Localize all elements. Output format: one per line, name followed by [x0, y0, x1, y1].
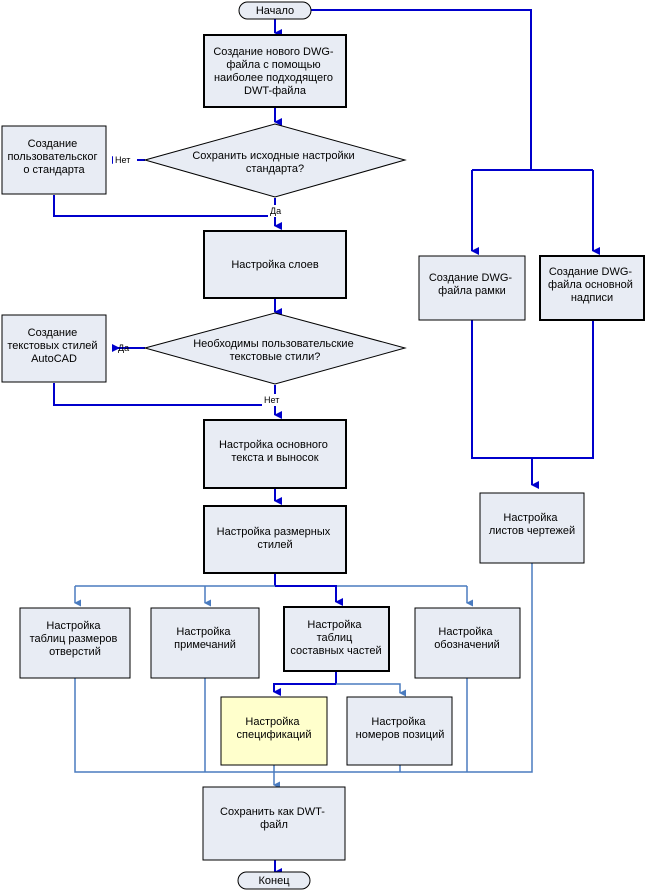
decision-standard-line: Сохранить исходные настройки: [192, 150, 354, 162]
node-hole-tables: Настройка таблиц размеров отверстий: [19, 607, 131, 679]
svg-text:Создание текстовых стиле: Создание текстовых стилей AutoCAD: [7, 327, 100, 365]
node-specs-line: спецификаций: [237, 729, 312, 741]
svg-text:Необходимы пользовательские: Необходимы пользовательские текстовые ст…: [193, 338, 357, 363]
node-positions-line: номеров позиций: [356, 729, 445, 741]
node-title-block-dwg: Создание DWG- файла основной надписи: [539, 255, 645, 321]
node-create-dwg-line: DWT-файла: [244, 85, 307, 97]
decision-standard-line: стандарта?: [246, 163, 304, 175]
svg-text:Настройка спецификаций: Настройка спецификаций: [237, 716, 312, 741]
svg-text:Настройка размерных стил: Настройка размерных стилей: [217, 526, 334, 551]
node-save-dwt-line: файл: [260, 819, 288, 831]
edge-textstyles-return: [53, 383, 275, 406]
edge-collect: [74, 563, 533, 773]
node-create-textstyles: Создание текстовых стилей AutoCAD: [1, 314, 107, 383]
node-save-dwt: Сохранить как DWT- файл: [202, 786, 346, 861]
edge-label-yes-1: Да: [270, 206, 281, 216]
node-create-dwg-line: наиболее подходящего: [214, 72, 333, 84]
node-dim-styles: Настройка размерных стилей: [203, 505, 347, 574]
edge-custom-return: [53, 195, 275, 217]
node-custom-standard-line: пользовательског: [7, 151, 97, 163]
start-label: Начало: [256, 5, 294, 17]
node-custom-standard: Создание пользовательског о стандарта: [1, 125, 107, 195]
edge-start-right: [311, 9, 532, 170]
node-layers-label: Настройка слоев: [231, 259, 318, 271]
node-hole-tables-line: Настройка: [46, 620, 101, 632]
node-custom-standard-line: Создание: [28, 138, 78, 150]
node-main-text-line: Настройка основного: [219, 439, 328, 451]
svg-text:Настройка обозначений: Настройка обозначений: [434, 626, 500, 651]
node-dim-styles-line: стилей: [257, 539, 292, 551]
svg-text:Сохранить как DWT- файл: Сохранить как DWT- файл: [220, 806, 328, 831]
edge-to-specs: [273, 683, 336, 696]
node-designations: Настройка обозначений: [414, 607, 521, 679]
node-specs: Настройка спецификаций: [220, 696, 328, 766]
node-title-block-dwg-line: надписи: [571, 292, 613, 304]
svg-text:Настройка номеров позици: Настройка номеров позиций: [356, 716, 445, 741]
node-positions-line: Настройка: [371, 716, 426, 728]
connectors: [53, 9, 600, 876]
node-sheets-line: Настройка: [503, 512, 558, 524]
node-save-dwt-line: Сохранить как DWT-: [220, 806, 325, 818]
svg-text:Создание нового DWG- фай: Создание нового DWG- файла с помощью наи…: [213, 46, 336, 97]
node-specs-line: Настройка: [245, 716, 300, 728]
node-create-dwg-line: Создание нового DWG-: [213, 46, 334, 58]
node-parts-tables-line: составных частей: [290, 645, 381, 657]
edge-label-no-2: Нет: [264, 395, 279, 405]
edge-frame-down: [471, 320, 594, 459]
svg-text:Настройка примечаний: Настройка примечаний: [174, 626, 236, 651]
edge-labels: Нет Да Да Нет: [113, 153, 286, 406]
end-label: Конец: [258, 875, 290, 887]
decision-textstyles: Необходимы пользовательские текстовые ст…: [143, 312, 407, 385]
svg-text:Настройка таблиц размеро: Настройка таблиц размеров отверстий: [30, 620, 121, 658]
decision-textstyles-line: Необходимы пользовательские: [193, 338, 353, 350]
node-designations-line: Настройка: [438, 626, 493, 638]
edge-label-no-1: Нет: [115, 155, 130, 165]
node-notes-line: Настройка: [176, 626, 231, 638]
node-layers: Настройка слоев: [203, 230, 347, 299]
node-notes: Настройка примечаний: [150, 607, 260, 679]
node-designations-line: обозначений: [434, 639, 500, 651]
node-notes-line: примечаний: [174, 639, 236, 651]
svg-text:Настройка таблиц с: Настройка таблиц составных частей: [290, 619, 381, 657]
node-frame-dwg-line: файла рамки: [438, 285, 506, 297]
edge-to-parts: [275, 585, 343, 606]
svg-text:Настройка листов чертеже: Настройка листов чертежей: [489, 512, 575, 537]
edge-to-positions: [336, 683, 406, 697]
node-create-textstyles-line: Создание: [28, 327, 78, 339]
svg-text:Создание пользовательско: Создание пользовательског о стандарта: [7, 138, 100, 176]
node-sheets: Настройка листов чертежей: [479, 492, 585, 564]
node-custom-standard-line: о стандарта: [23, 164, 85, 176]
node-main-text-line: текста и выносок: [231, 452, 318, 464]
node-create-textstyles-line: текстовых стилей: [7, 340, 97, 352]
svg-text:Создание DWG- файла рамк: Создание DWG- файла рамки: [429, 272, 515, 297]
node-create-dwg-line: файла с помощью: [226, 59, 320, 71]
node-hole-tables-line: таблиц размеров: [30, 633, 118, 645]
node-frame-dwg: Создание DWG- файла рамки: [418, 255, 526, 321]
end-terminal: Конец: [237, 871, 311, 890]
start-terminal: Начало: [238, 1, 312, 20]
node-dim-styles-line: Настройка размерных: [217, 526, 331, 538]
node-create-dwg: Создание нового DWG- файла с помощью наи…: [203, 34, 347, 108]
node-title-block-dwg-line: файла основной: [548, 279, 633, 291]
node-positions: Настройка номеров позиций: [346, 696, 453, 766]
node-title-block-dwg-line: Создание DWG-: [549, 266, 633, 278]
node-parts-tables-line: таблиц: [317, 632, 353, 644]
svg-text:Сохранить исходные настройки: Сохранить исходные настройки стандарта?: [192, 150, 357, 175]
node-create-textstyles-line: AutoCAD: [31, 353, 77, 365]
node-parts-tables-line: Настройка: [307, 619, 362, 631]
node-hole-tables-line: отверстий: [49, 646, 101, 658]
node-main-text: Настройка основного текста и выносок: [203, 419, 347, 489]
node-frame-dwg-line: Создание DWG-: [429, 272, 513, 284]
node-parts-tables: Настройка таблиц составных частей: [283, 606, 390, 672]
edge-label-yes-2: Да: [118, 343, 129, 353]
node-sheets-line: листов чертежей: [489, 525, 575, 537]
decision-standard: Сохранить исходные настройки стандарта?: [143, 123, 407, 198]
decision-textstyles-line: текстовые стили?: [230, 351, 321, 363]
svg-text:Создание DWG- файла осно: Создание DWG- файла основной надписи: [548, 266, 636, 304]
svg-text:Настройка основного текс: Настройка основного текста и выносок: [219, 439, 331, 464]
